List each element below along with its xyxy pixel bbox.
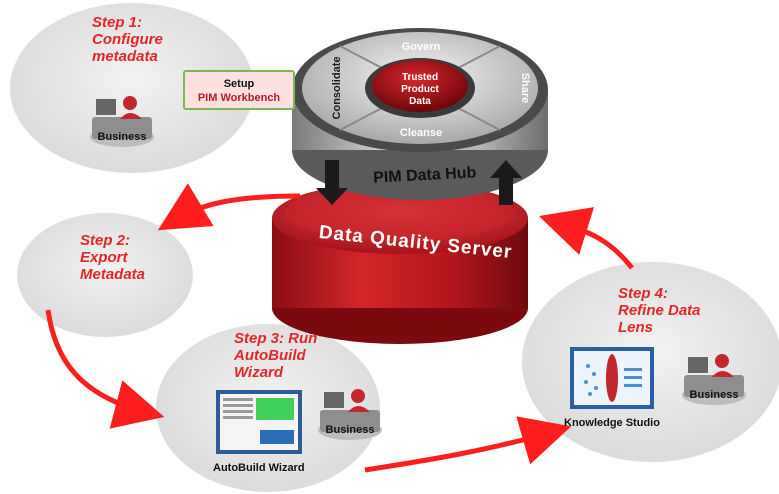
cloud-step2 [17,213,193,337]
hub-quadrant-share: Share [519,73,531,104]
up-arrow-icon [490,160,522,205]
step2-line3: Metadata [80,266,146,283]
business-label: Business [690,389,739,401]
autobuild-wizard-screenshot-icon [216,390,302,454]
business-label: Business [98,131,147,143]
hub-center-line1: Trusted [402,72,438,83]
business-user-icon [90,96,154,147]
hub-band-label: PIM Data Hub [373,164,477,186]
step4-line1: Step 4: [618,285,669,302]
cloud-step1 [10,3,254,173]
hub-quadrant-consolidate: Consolidate [331,57,343,120]
data-quality-server-cylinder [272,182,528,344]
step3-line1: Step 3: Run [234,330,318,347]
step3-line3: Wizard [234,364,284,381]
down-arrow-icon [316,160,348,205]
setup-line1: Setup [223,78,255,90]
step1-label: Step 1: Configure metadata [92,14,163,65]
setup-pim-workbench-box: Setup PIM Workbench [183,70,295,110]
step4-line3: Lens [618,319,654,336]
step1-line1: Step 1: [92,14,143,31]
hub-center-line3: Data [409,96,431,107]
business-user-icon [318,389,382,440]
hub-center-line2: Product [401,84,439,95]
arrow-step3-to-step4 [364,416,572,473]
pim-data-hub-cylinder [292,28,548,200]
arrow-step4-to-server [538,207,634,270]
step2-line1: Step 2: [80,232,131,249]
arrow-step2-to-step3 [45,309,165,429]
step1-line2: Configure [92,31,163,48]
step2-label: Step 2: Export Metadata [80,232,145,283]
business-user-icon [682,354,746,405]
step3-line2: AutoBuild [234,347,306,364]
setup-line2: PIM Workbench [197,92,281,104]
business-label: Business [326,424,375,436]
step2-line2: Export [80,249,128,266]
hub-quadrant-govern: Govern [402,41,441,53]
hub-quadrant-cleanse: Cleanse [400,127,442,139]
step1-line3: metadata [92,48,158,65]
step4-line2: Refine Data [618,302,701,319]
arrow-server-to-step2 [157,183,301,231]
step4-label: Step 4: Refine Data Lens [618,285,701,336]
knowledge-studio-lens-icon [570,347,654,409]
step3-label: Step 3: Run AutoBuild Wizard [234,330,317,381]
knowledge-studio-caption: Knowledge Studio [564,417,660,429]
autobuild-wizard-caption: AutoBuild Wizard [213,462,305,474]
